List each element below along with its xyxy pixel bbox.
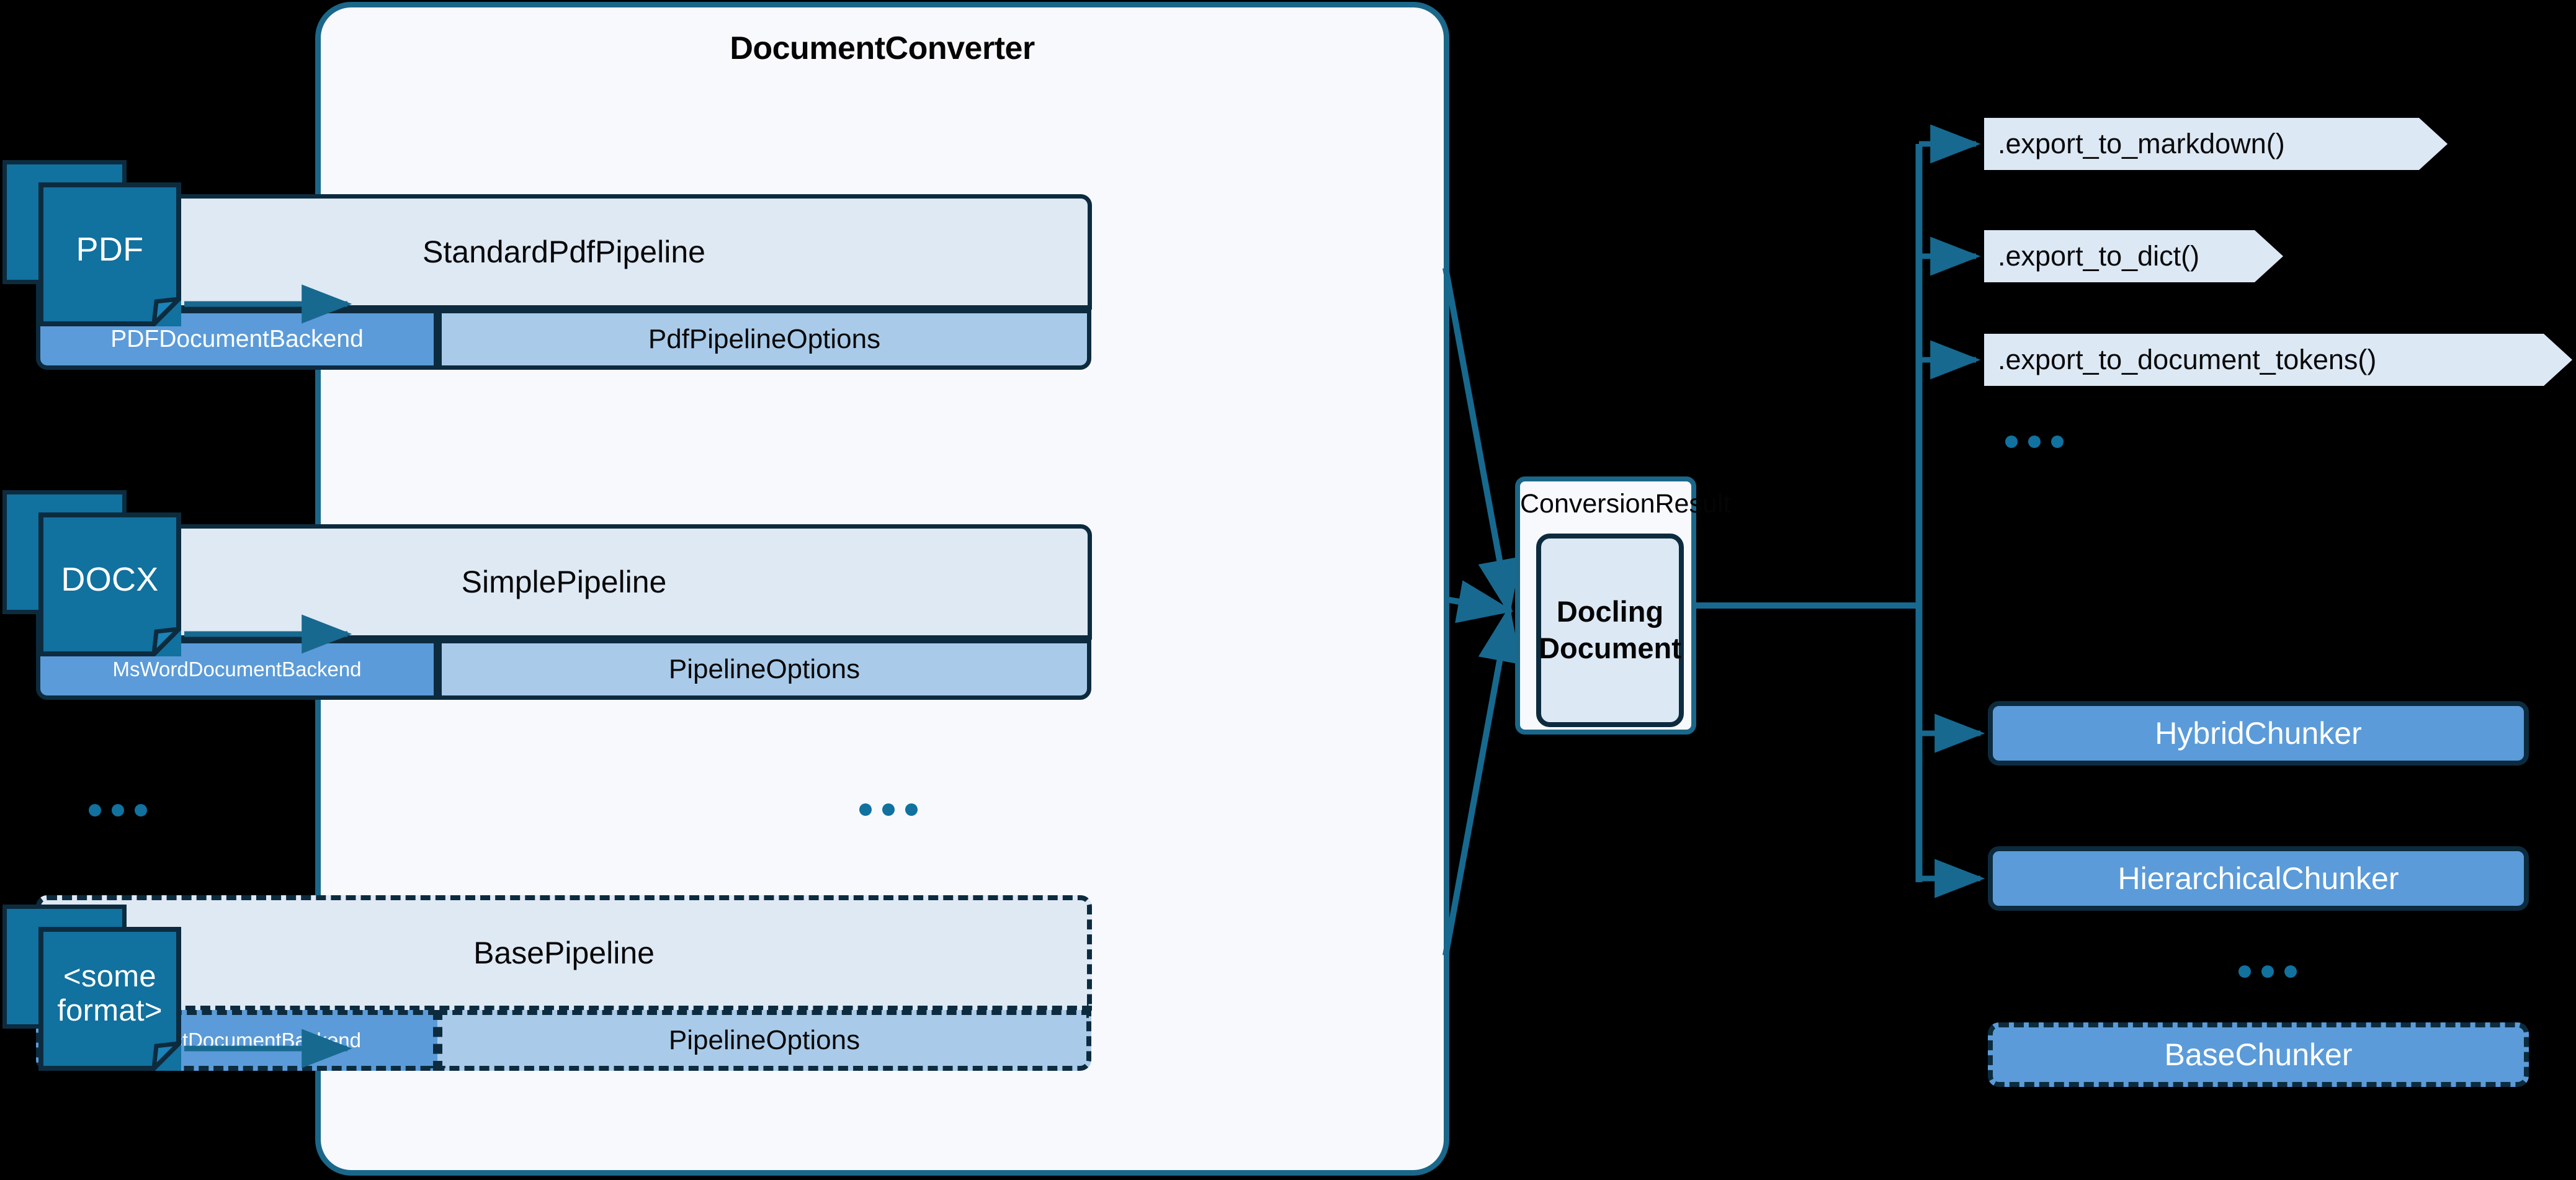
ellipsis-dot xyxy=(89,804,101,816)
export-label: .export_to_dict() xyxy=(1998,240,2200,272)
wire-base-to-result xyxy=(1442,606,1521,956)
ellipsis-dot xyxy=(2005,436,2018,448)
pipeline-name[interactable]: StandardPdfPipeline xyxy=(36,194,1092,310)
pipeline-components-row: AbstractDocumentBackend PipelineOptions xyxy=(36,1010,1092,1071)
conversion-result-label: ConversionResult xyxy=(1520,489,1731,519)
input-label: PDF xyxy=(76,230,144,268)
pipeline-backend[interactable]: PDFDocumentBackend xyxy=(36,309,438,370)
wire-simple-to-result xyxy=(1445,580,1514,624)
pipeline-group-standard-pdf[interactable]: StandardPdfPipeline PDFDocumentBackend P… xyxy=(36,194,1092,370)
document-stack-icon: DOCX xyxy=(38,512,181,656)
export-label: .export_to_document_tokens() xyxy=(1998,344,2377,375)
pipeline-name[interactable]: SimplePipeline xyxy=(36,524,1092,640)
export-label: .export_to_markdown() xyxy=(1998,128,2285,159)
input-ellipsis xyxy=(89,804,147,816)
pipeline-options[interactable]: PipelineOptions xyxy=(437,1010,1091,1071)
input-label-line2: format> xyxy=(57,994,163,1027)
pipeline-options[interactable]: PipelineOptions xyxy=(437,639,1091,700)
ellipsis-dot xyxy=(2284,965,2297,978)
export-banner-dict[interactable]: .export_to_dict() xyxy=(1984,230,2283,282)
input-label-line1: <some xyxy=(63,960,156,994)
ellipsis-dot xyxy=(2238,965,2251,978)
ellipsis-dot xyxy=(112,804,124,816)
wire-standard-to-result xyxy=(1442,267,1521,615)
ellipsis-dot xyxy=(135,804,147,816)
input-node-some-format[interactable]: <some format> xyxy=(2,905,184,1071)
pipeline-group-simple[interactable]: SimplePipeline MsWordDocumentBackend Pip… xyxy=(36,524,1092,700)
chunker-label: BaseChunker xyxy=(2164,1037,2353,1072)
export-ellipsis xyxy=(2005,436,2064,448)
conversion-result-panel[interactable]: ConversionResult Docling Document xyxy=(1515,476,1731,735)
docling-document-line2: Document xyxy=(1539,632,1681,664)
document-page-shape xyxy=(38,512,181,656)
chunker-ellipsis xyxy=(2238,965,2297,978)
ellipsis-dot xyxy=(859,803,872,816)
pipeline-name[interactable]: BasePipeline xyxy=(36,895,1092,1011)
chunker-label: HierarchicalChunker xyxy=(2118,861,2399,896)
ellipsis-dot xyxy=(2051,436,2064,448)
document-stack-icon: <some format> xyxy=(38,927,181,1071)
input-label: <some format> xyxy=(57,960,163,1038)
document-page-shape xyxy=(38,182,181,326)
chunker-hierarchical[interactable]: HierarchicalChunker xyxy=(1988,846,2529,911)
ellipsis-dot xyxy=(905,803,918,816)
pipeline-components-row: PDFDocumentBackend PdfPipelineOptions xyxy=(36,309,1092,370)
chunker-label: HybridChunker xyxy=(2155,716,2362,751)
docling-document-node[interactable]: Docling Document xyxy=(1536,534,1684,727)
input-label: DOCX xyxy=(61,560,159,598)
pipeline-backend[interactable]: MsWordDocumentBackend xyxy=(36,639,438,700)
input-node-docx[interactable]: DOCX xyxy=(2,490,184,656)
ellipsis-dot xyxy=(2261,965,2274,978)
pipeline-options[interactable]: PdfPipelineOptions xyxy=(437,309,1091,370)
pipeline-ellipsis xyxy=(859,803,918,816)
export-banner-document-tokens[interactable]: .export_to_document_tokens() xyxy=(1984,334,2572,386)
input-node-pdf[interactable]: PDF xyxy=(2,160,184,326)
ellipsis-dot xyxy=(882,803,895,816)
docling-document-line1: Docling xyxy=(1556,595,1664,628)
page-title: DocumentConverter xyxy=(730,30,1035,66)
pipeline-components-row: MsWordDocumentBackend PipelineOptions xyxy=(36,639,1092,700)
document-page-shape xyxy=(38,927,181,1071)
pipeline-group-base[interactable]: BasePipeline AbstractDocumentBackend Pip… xyxy=(36,895,1092,1071)
chunker-hybrid[interactable]: HybridChunker xyxy=(1988,701,2529,766)
ellipsis-dot xyxy=(2028,436,2041,448)
chunker-base[interactable]: BaseChunker xyxy=(1988,1022,2529,1087)
export-banner-markdown[interactable]: .export_to_markdown() xyxy=(1984,118,2448,170)
document-stack-icon: PDF xyxy=(38,182,181,326)
